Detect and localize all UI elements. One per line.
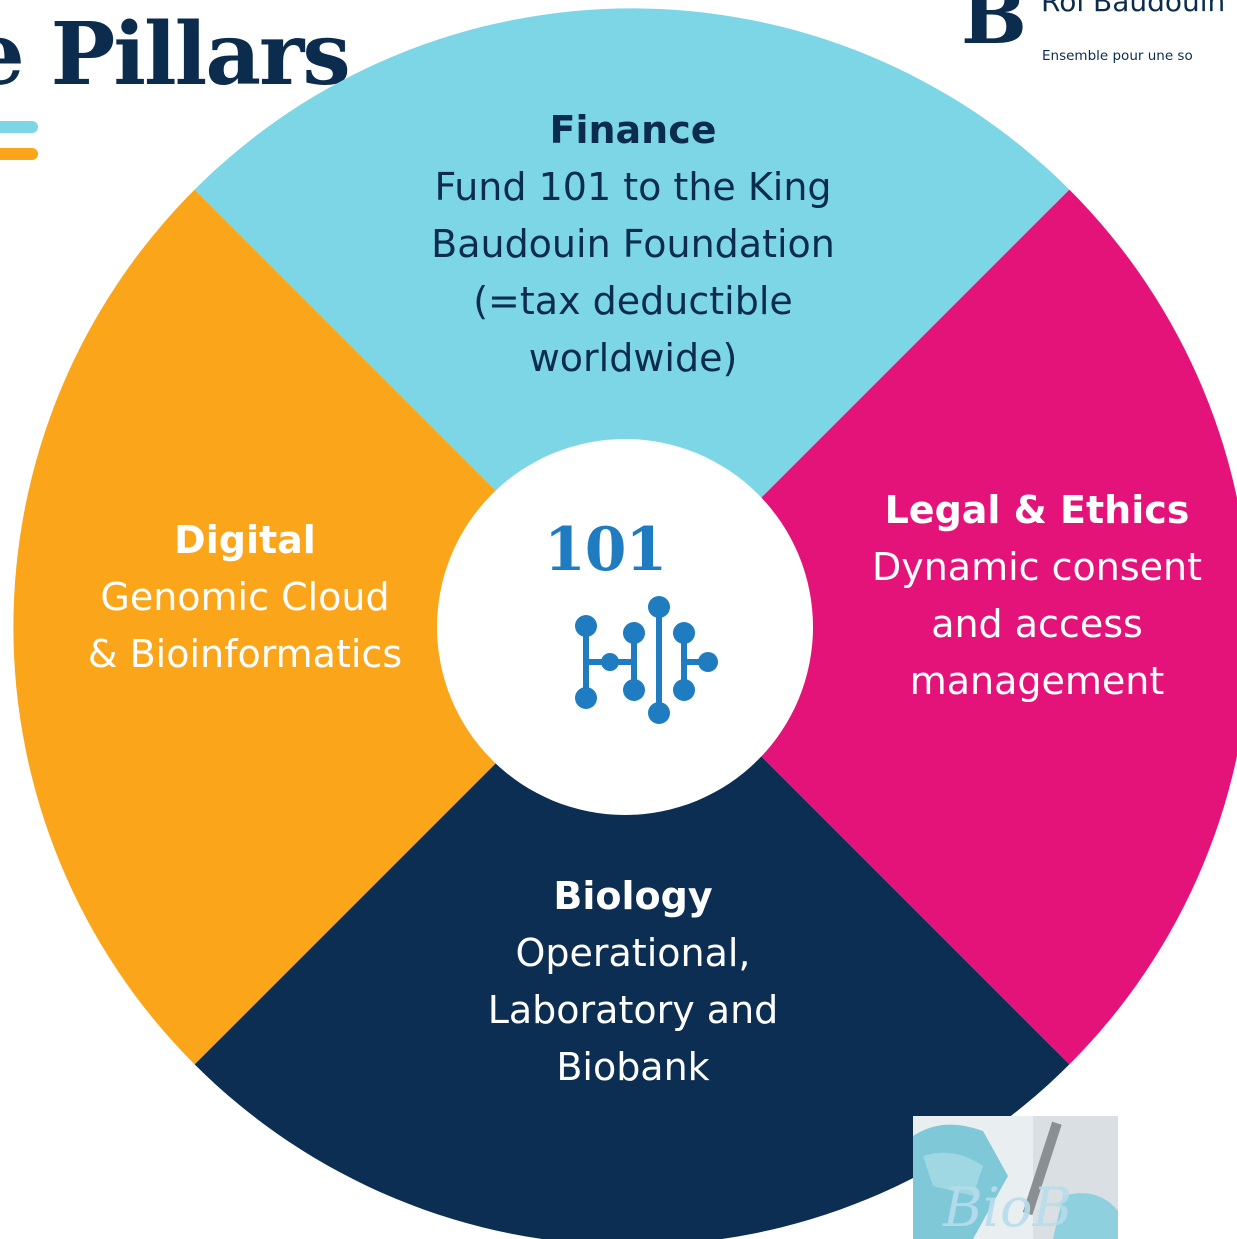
biology-heading: Biology <box>553 874 713 918</box>
digital-label: Digital Genomic Cloud & Bioinformatics <box>80 512 410 683</box>
legal-heading: Legal & Ethics <box>884 488 1190 532</box>
legal-label: Legal & Ethics Dynamic consent and acces… <box>862 482 1212 710</box>
finance-heading: Finance <box>549 108 717 152</box>
logo-tagline: Ensemble pour une so <box>1042 48 1193 64</box>
biology-description: Operational, Laboratory and Biobank <box>487 931 779 1089</box>
digital-heading: Digital <box>174 518 316 562</box>
biology-label: Biology Operational, Laboratory and Biob… <box>420 868 846 1096</box>
foundation-logo: B Roi Baudouin Ensemble pour une so <box>955 0 1237 75</box>
finance-label: Finance Fund 101 to the King Baudouin Fo… <box>383 102 883 387</box>
segment-legal <box>632 189 1237 1065</box>
segment-finance <box>194 8 1070 628</box>
legal-description: Dynamic consent and access management <box>871 545 1203 703</box>
logo-mark: B <box>961 0 1027 62</box>
digital-description: Genomic Cloud & Bioinformatics <box>87 575 403 676</box>
page-title: e Pillars <box>0 4 351 105</box>
lab-photo-image <box>913 1116 1118 1239</box>
finance-description: Fund 101 to the King Baudouin Foundation… <box>431 165 835 380</box>
segment-digital <box>13 189 632 1065</box>
logo-name: Roi Baudouin <box>1041 0 1226 18</box>
accent-bar-blue <box>0 121 38 133</box>
dna-network-icon <box>575 596 718 724</box>
center-label-101: 101 <box>544 515 667 585</box>
biob-caption: BioB <box>943 1176 1073 1239</box>
segment-biology <box>194 627 1070 1239</box>
accent-bar-orange <box>0 148 38 160</box>
biob-photo: BioB <box>913 1116 1118 1239</box>
